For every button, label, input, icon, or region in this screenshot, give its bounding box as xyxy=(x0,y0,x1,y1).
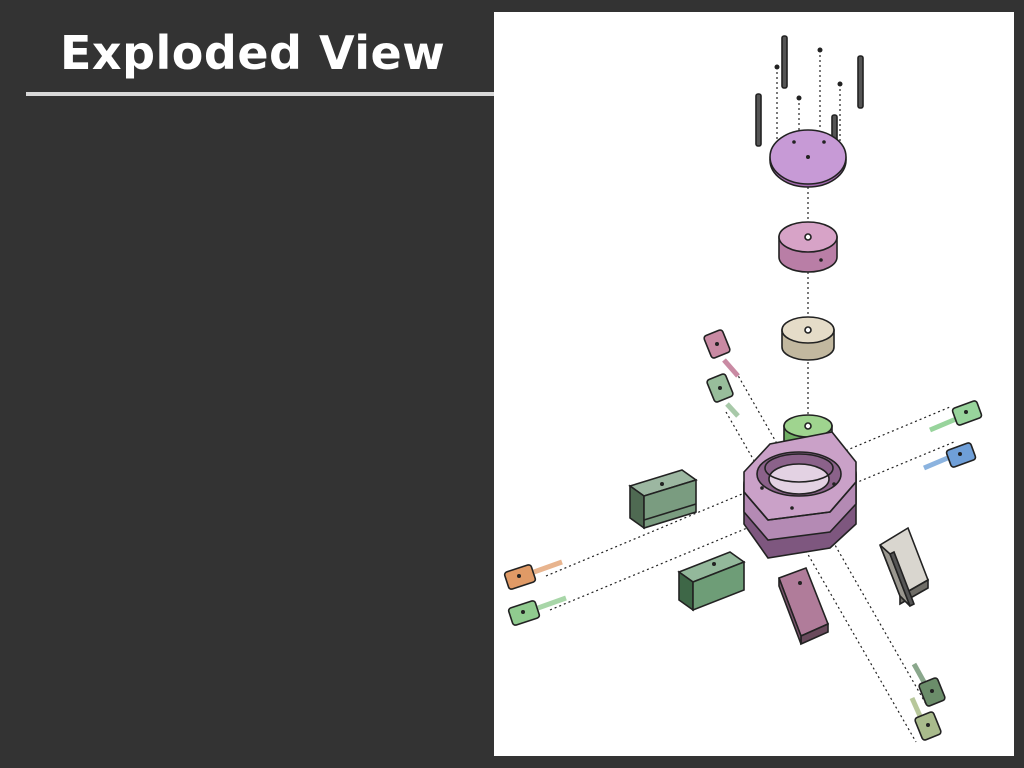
lower-right-block xyxy=(777,566,830,646)
pin-tip xyxy=(837,81,843,87)
key-tab-pink xyxy=(703,329,740,378)
pin-tip xyxy=(817,47,823,53)
key-tab-olive xyxy=(909,696,942,741)
key-tab-green-upper xyxy=(706,373,740,418)
pin-tip xyxy=(796,95,802,101)
pin xyxy=(857,55,864,109)
key-tab-orange xyxy=(503,559,563,590)
key-tab-green-right xyxy=(929,400,983,433)
pin-tip xyxy=(774,64,780,70)
exploded-view-diagram: .ol { stroke: #222; stroke-width: 1.6; }… xyxy=(503,35,983,743)
top-disc xyxy=(769,129,847,188)
right-block xyxy=(879,526,929,608)
key-tab-blue xyxy=(923,442,977,471)
exploded-view-figure: .ol { stroke: #222; stroke-width: 1.6; }… xyxy=(494,12,1014,756)
pin xyxy=(755,93,762,147)
lower-left-block xyxy=(677,551,746,612)
slide-title: Exploded View xyxy=(60,26,446,80)
upper-cylinder xyxy=(778,221,838,273)
middle-cylinder xyxy=(781,316,835,361)
left-block xyxy=(628,469,698,530)
key-tab-dark-green xyxy=(911,662,946,707)
title-divider xyxy=(26,92,496,96)
main-body xyxy=(743,431,857,559)
key-tab-green-left xyxy=(507,595,567,626)
pin xyxy=(781,35,788,89)
key-tabs xyxy=(503,329,983,741)
